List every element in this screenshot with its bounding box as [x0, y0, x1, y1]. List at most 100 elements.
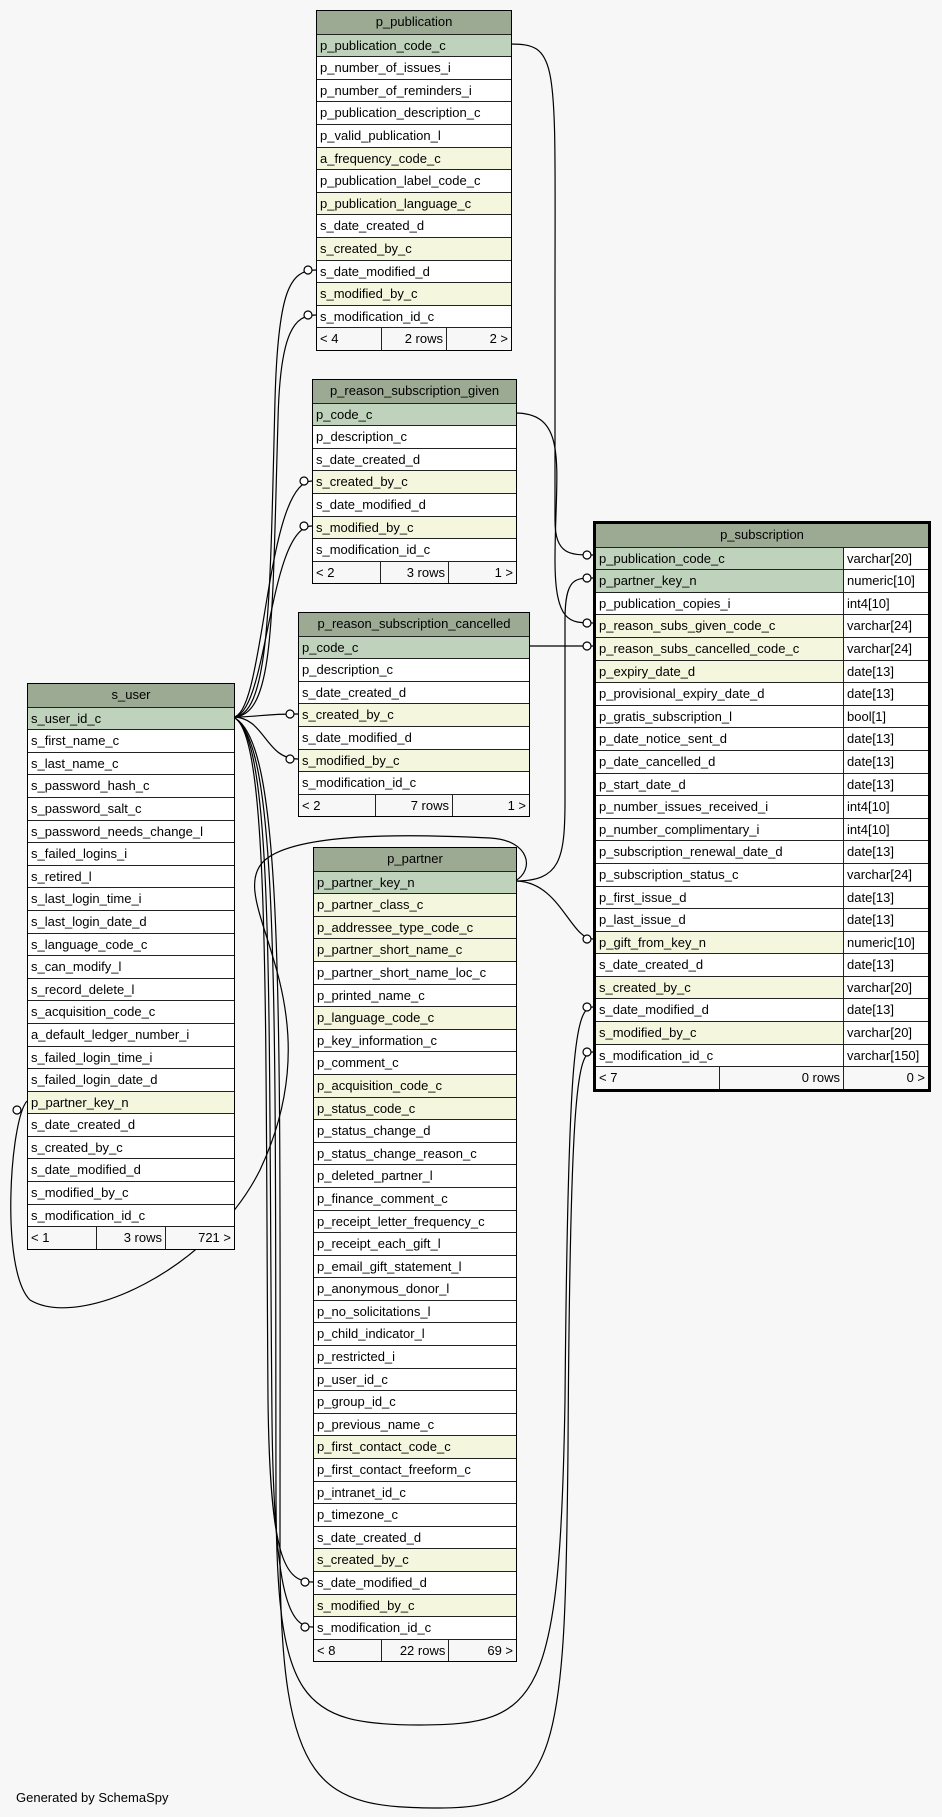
- column-name[interactable]: p_email_gift_statement_l: [317, 1258, 462, 1274]
- table-column-row[interactable]: s_user_id_c: [28, 706, 234, 730]
- column-name[interactable]: s_retired_l: [31, 868, 92, 884]
- column-name[interactable]: p_subscription_renewal_date_d: [599, 844, 783, 860]
- table-p-publication[interactable]: p_publication p_publication_code_c p_numbe…: [316, 10, 512, 351]
- column-name[interactable]: p_code_c: [302, 639, 359, 655]
- column-name[interactable]: p_description_c: [316, 429, 408, 445]
- column-name[interactable]: p_user_id_c: [317, 1371, 388, 1387]
- table-column-row[interactable]: s_modification_id_c: [314, 1616, 516, 1639]
- table-column-row[interactable]: s_password_hash_c: [28, 774, 234, 797]
- column-name[interactable]: s_created_by_c: [302, 707, 394, 723]
- column-name[interactable]: p_previous_name_c: [317, 1416, 435, 1432]
- table-column-row[interactable]: p_deleted_partner_l: [314, 1164, 516, 1187]
- table-column-row[interactable]: p_timezone_c: [314, 1503, 516, 1526]
- column-name[interactable]: p_acquisition_code_c: [317, 1077, 443, 1093]
- table-column-row[interactable]: s_created_by_c: [317, 236, 511, 260]
- column-name[interactable]: s_acquisition_code_c: [31, 1004, 156, 1020]
- children-count[interactable]: 69 >: [448, 1639, 516, 1662]
- table-column-row[interactable]: s_last_name_c: [28, 751, 234, 775]
- table-column-row[interactable]: p_anonymous_donor_l: [314, 1277, 516, 1300]
- column-name[interactable]: p_number_of_reminders_i: [320, 82, 472, 98]
- table-column-row[interactable]: s_failed_logins_i: [28, 842, 234, 865]
- table-column-row[interactable]: s_acquisition_code_c: [28, 1000, 234, 1023]
- parents-count[interactable]: < 2: [316, 564, 335, 580]
- table-column-row[interactable]: p_child_indicator_l: [314, 1322, 516, 1345]
- column-name[interactable]: p_partner_class_c: [317, 897, 424, 913]
- table-column-row[interactable]: p_code_c: [299, 635, 529, 659]
- column-name[interactable]: p_restricted_i: [317, 1349, 396, 1365]
- children-count[interactable]: 2 >: [446, 328, 511, 350]
- parents-count[interactable]: < 8: [317, 1642, 336, 1658]
- column-name[interactable]: s_first_name_c: [31, 733, 120, 749]
- column-name[interactable]: p_provisional_expiry_date_d: [599, 686, 765, 702]
- table-column-row[interactable]: s_created_by_c: [314, 1548, 516, 1571]
- column-name[interactable]: s_record_delete_l: [31, 981, 135, 997]
- column-name[interactable]: p_first_issue_d: [599, 889, 687, 905]
- table-column-row[interactable]: s_retired_l: [28, 864, 234, 888]
- table-column-row[interactable]: p_group_id_c: [314, 1390, 516, 1413]
- column-name[interactable]: p_code_c: [316, 406, 373, 422]
- parents-count[interactable]: < 4: [320, 331, 339, 347]
- table-column-row[interactable]: s_date_created_d: [314, 1525, 516, 1549]
- table-column-row[interactable]: p_description_c: [299, 658, 529, 681]
- column-name[interactable]: p_gratis_subscription_l: [599, 708, 732, 724]
- column-name[interactable]: s_password_needs_change_l: [31, 823, 204, 839]
- column-name[interactable]: s_failed_logins_i: [31, 846, 128, 862]
- column-name[interactable]: p_receipt_each_gift_l: [317, 1236, 441, 1252]
- column-name[interactable]: s_date_modified_d: [317, 1575, 427, 1590]
- table-column-row[interactable]: s_modified_by_c: [28, 1181, 234, 1204]
- column-name[interactable]: s_user_id_c: [31, 710, 102, 726]
- table-column-row[interactable]: p_status_change_d: [314, 1119, 516, 1142]
- table-column-row[interactable]: s_record_delete_l: [28, 977, 234, 1001]
- column-name[interactable]: s_date_created_d: [599, 957, 704, 973]
- column-name[interactable]: p_publication_language_c: [320, 195, 472, 211]
- column-name[interactable]: p_printed_name_c: [317, 987, 425, 1003]
- column-name[interactable]: s_modified_by_c: [31, 1185, 129, 1201]
- column-name[interactable]: s_last_name_c: [31, 755, 119, 771]
- column-name[interactable]: s_language_code_c: [31, 936, 148, 952]
- column-name[interactable]: s_date_created_d: [320, 218, 425, 234]
- table-column-row[interactable]: p_addressee_type_code_c: [314, 915, 516, 939]
- table-header[interactable]: p_partner: [314, 848, 516, 871]
- table-header[interactable]: p_reason_subscription_cancelled: [299, 613, 529, 636]
- children-count[interactable]: 1 >: [452, 794, 529, 817]
- table-column-row[interactable]: s_date_modified_d: [314, 1571, 516, 1594]
- column-name[interactable]: p_partner_key_n: [31, 1094, 129, 1110]
- table-column-row[interactable]: s_date_created_d: [28, 1113, 234, 1136]
- table-column-row[interactable]: p_restricted_i: [314, 1345, 516, 1368]
- table-header[interactable]: p_publication: [317, 11, 511, 34]
- column-name[interactable]: p_number_of_issues_i: [320, 60, 451, 76]
- table-column-row[interactable]: s_last_login_date_d: [28, 909, 234, 933]
- column-name[interactable]: p_first_contact_code_c: [317, 1439, 451, 1455]
- table-column-row[interactable]: s_modified_by_c: [317, 282, 511, 305]
- column-name[interactable]: s_modified_by_c: [316, 519, 414, 535]
- column-name[interactable]: p_receipt_letter_frequency_c: [317, 1213, 485, 1229]
- table-column-row[interactable]: p_language_code_c: [314, 1006, 516, 1029]
- column-name[interactable]: a_default_ledger_number_i: [31, 1026, 190, 1042]
- table-column-row[interactable]: s_modified_by_c: [313, 515, 516, 539]
- table-title[interactable]: p_reason_subscription_cancelled: [317, 616, 511, 631]
- table-column-row[interactable]: s_failed_login_time_i: [28, 1045, 234, 1069]
- column-name[interactable]: s_date_modified_d: [302, 729, 412, 745]
- column-name[interactable]: p_publication_code_c: [320, 37, 446, 53]
- table-column-row[interactable]: s_date_modified_d: [299, 725, 529, 749]
- table-column-row[interactable]: s_first_name_c: [28, 729, 234, 752]
- column-name[interactable]: s_date_created_d: [31, 1117, 136, 1133]
- column-name[interactable]: p_subscription_status_c: [599, 866, 739, 882]
- table-column-row[interactable]: p_receipt_each_gift_l: [314, 1232, 516, 1255]
- table-column-row[interactable]: p_publication_language_c: [317, 191, 511, 215]
- table-column-row[interactable]: s_modification_id_c: [317, 304, 511, 328]
- column-name[interactable]: p_status_change_reason_c: [317, 1145, 477, 1161]
- table-column-row[interactable]: p_first_contact_code_c: [314, 1435, 516, 1459]
